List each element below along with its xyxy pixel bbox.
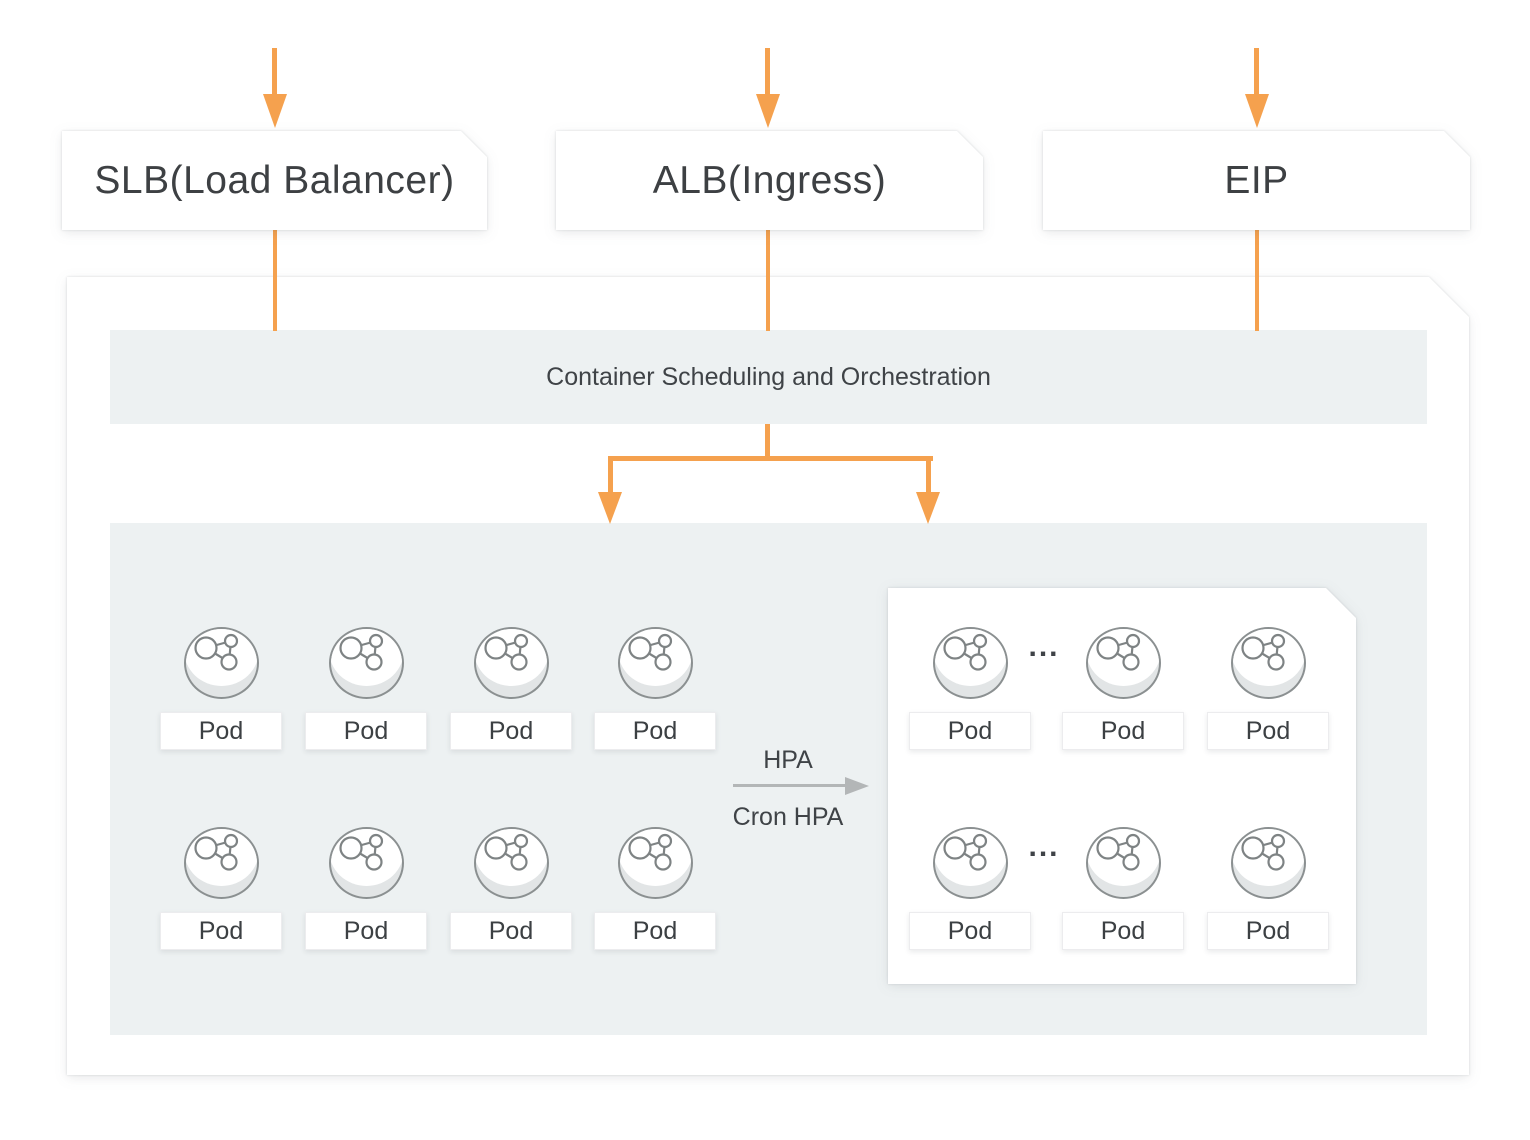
right-arrow-icon	[845, 777, 869, 795]
pod-item: Pod	[305, 627, 427, 750]
right-arrow-line	[733, 784, 847, 787]
pod-molecule-glyph	[483, 633, 528, 671]
pod-label: Pod	[160, 912, 282, 950]
pod-icon	[183, 627, 259, 699]
orchestration-banner-label: Container Scheduling and Orchestration	[546, 362, 991, 391]
pod-molecule-glyph	[627, 633, 672, 671]
pod-label: Pod	[160, 712, 282, 750]
pod-item: Pod	[594, 827, 716, 950]
pod-item: Pod	[1062, 627, 1184, 750]
node-eip-label: EIP	[1043, 131, 1470, 230]
node-slb-label: SLB(Load Balancer)	[62, 131, 487, 230]
pod-icon	[473, 827, 549, 899]
pod-icon	[617, 827, 693, 899]
pod-label: Pod	[909, 712, 1031, 750]
node-alb-label: ALB(Ingress)	[556, 131, 983, 230]
pod-label: Pod	[1207, 712, 1329, 750]
pod-icon	[328, 627, 404, 699]
node-alb: ALB(Ingress)	[556, 131, 983, 230]
pod-icon	[473, 627, 549, 699]
down-arrow-icon	[598, 492, 622, 524]
pod-label: Pod	[1207, 912, 1329, 950]
eip-connector-line	[1255, 230, 1259, 331]
orchestration-banner: Container Scheduling and Orchestration	[110, 330, 1427, 424]
pod-molecule-glyph	[1240, 633, 1285, 671]
pod-item: Pod	[909, 627, 1031, 750]
pod-icon	[1085, 627, 1161, 699]
pod-label: Pod	[450, 912, 572, 950]
pod-label: Pod	[450, 712, 572, 750]
pod-molecule-glyph	[338, 833, 383, 871]
down-arrow-icon	[263, 94, 287, 128]
branch-stem-line	[765, 424, 770, 461]
pod-molecule-glyph	[338, 633, 383, 671]
down-arrow-icon	[916, 492, 940, 524]
branch-horizontal-line	[608, 456, 933, 461]
cron-hpa-label: Cron HPA	[732, 803, 844, 831]
pod-molecule-glyph	[627, 833, 672, 871]
pod-molecule-glyph	[1095, 833, 1140, 871]
pod-molecule-glyph	[1095, 633, 1140, 671]
slb-connector-line	[273, 230, 277, 331]
pod-icon	[932, 827, 1008, 899]
pod-label: Pod	[1062, 912, 1184, 950]
alb-connector-line	[766, 230, 770, 331]
arrow-line	[272, 48, 277, 98]
pod-molecule-glyph	[483, 833, 528, 871]
pod-label: Pod	[305, 912, 427, 950]
pod-item: Pod	[594, 627, 716, 750]
node-slb: SLB(Load Balancer)	[62, 131, 487, 230]
node-eip: EIP	[1043, 131, 1470, 230]
pod-label: Pod	[305, 712, 427, 750]
pod-molecule-glyph	[942, 633, 987, 671]
pod-item: Pod	[450, 627, 572, 750]
pod-icon	[1230, 627, 1306, 699]
pod-molecule-glyph	[1240, 833, 1285, 871]
down-arrow-icon	[1245, 94, 1269, 128]
pod-icon	[1085, 827, 1161, 899]
arrow-line	[765, 48, 770, 98]
pod-item: Pod	[1062, 827, 1184, 950]
ellipsis-dots: ...	[1028, 830, 1060, 863]
pod-icon	[932, 627, 1008, 699]
pod-item: Pod	[1207, 827, 1329, 950]
pod-icon	[1230, 827, 1306, 899]
pod-label: Pod	[594, 712, 716, 750]
pod-label: Pod	[594, 912, 716, 950]
branch-left-drop-line	[608, 456, 613, 494]
arrow-line	[1254, 48, 1259, 98]
hpa-label: HPA	[763, 746, 813, 774]
ellipsis-dots: ...	[1028, 630, 1060, 663]
pod-molecule-glyph	[942, 833, 987, 871]
pod-item: Pod	[909, 827, 1031, 950]
branch-right-drop-line	[926, 456, 931, 494]
pod-icon	[328, 827, 404, 899]
pod-item: Pod	[305, 827, 427, 950]
pod-icon	[183, 827, 259, 899]
pod-label: Pod	[1062, 712, 1184, 750]
pod-item: Pod	[160, 827, 282, 950]
pod-item: Pod	[1207, 627, 1329, 750]
pod-icon	[617, 627, 693, 699]
pod-molecule-glyph	[193, 833, 238, 871]
pod-item: Pod	[160, 627, 282, 750]
down-arrow-icon	[756, 94, 780, 128]
pod-item: Pod	[450, 827, 572, 950]
pod-molecule-glyph	[193, 633, 238, 671]
pod-label: Pod	[909, 912, 1031, 950]
